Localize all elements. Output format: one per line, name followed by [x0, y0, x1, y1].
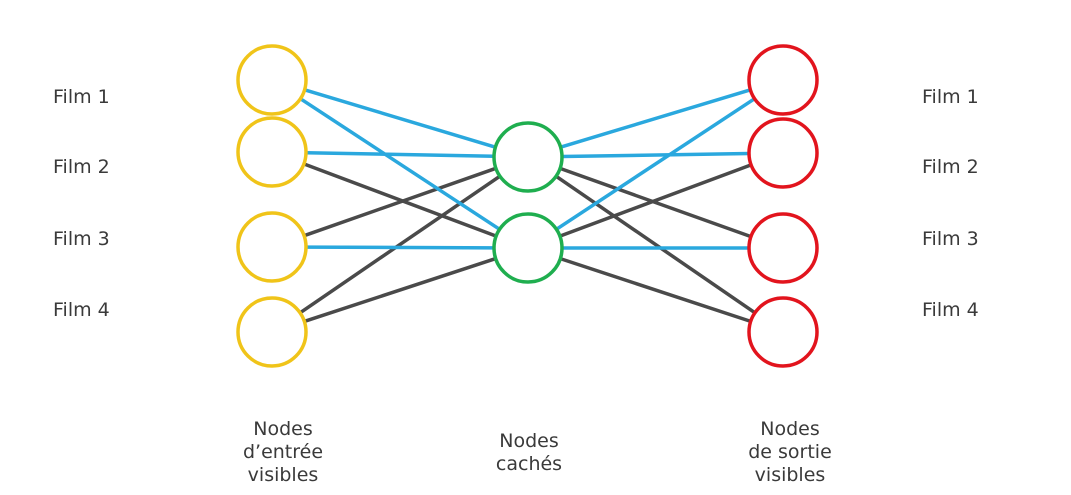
input-2-node	[236, 116, 308, 188]
input-film-label-4: Film 4	[53, 299, 110, 321]
input-caption-line-3: visibles	[247, 464, 319, 486]
output-2-node	[747, 117, 819, 189]
edge-input-1-to-hidden-1	[302, 88, 498, 149]
hidden-caption-line-2: cachés	[495, 453, 563, 475]
input-film-label-2: Film 2	[53, 156, 110, 178]
edge-input-1-to-hidden-2	[298, 96, 502, 232]
edge-hidden-1-to-output-1	[558, 88, 753, 149]
input-column-caption: Nodes d’entrée visibles	[203, 418, 363, 487]
nodes-layer	[236, 44, 819, 368]
input-caption-line-1: Nodes	[253, 418, 313, 440]
edge-input-3-to-hidden-1	[302, 166, 498, 238]
output-film-label-3: Film 3	[922, 228, 979, 250]
edge-hidden-2-to-output-4	[558, 256, 753, 324]
hidden-1-node	[492, 121, 564, 193]
input-film-label-3: Film 3	[53, 228, 110, 250]
input-4-node	[236, 296, 308, 368]
edge-hidden-1-to-output-4	[554, 174, 757, 315]
output-film-label-2: Film 2	[922, 156, 979, 178]
input-1-node	[236, 44, 308, 116]
hidden-column-caption: Nodes cachés	[449, 430, 609, 476]
output-caption-line-1: Nodes	[760, 418, 820, 440]
output-caption-line-3: visibles	[754, 464, 826, 486]
input-caption-line-2: d’entrée	[242, 441, 324, 463]
input-3-node	[236, 211, 308, 283]
edge-hidden-2-to-output-1	[554, 96, 757, 232]
edge-hidden-2-to-output-2	[558, 163, 753, 238]
hidden-2-node	[492, 212, 564, 284]
edge-input-4-to-hidden-1	[298, 174, 502, 315]
edge-input-2-to-hidden-1	[304, 150, 496, 159]
edge-input-3-to-hidden-2	[304, 245, 496, 250]
output-column-caption: Nodes de sortie visibles	[710, 418, 870, 487]
input-film-label-1: Film 1	[53, 86, 110, 108]
edge-hidden-1-to-output-3	[558, 166, 753, 239]
edge-hidden-1-to-output-2	[560, 151, 751, 159]
edge-input-2-to-hidden-2	[302, 162, 498, 238]
edges-layer	[298, 88, 757, 324]
edge-input-4-to-hidden-2	[302, 256, 498, 324]
output-1-node	[747, 44, 819, 116]
output-4-node	[747, 296, 819, 368]
output-film-label-1: Film 1	[922, 86, 979, 108]
hidden-caption-line-1: Nodes	[499, 430, 559, 452]
output-caption-line-2: de sortie	[748, 441, 832, 463]
output-3-node	[747, 212, 819, 284]
output-film-label-4: Film 4	[922, 299, 979, 321]
